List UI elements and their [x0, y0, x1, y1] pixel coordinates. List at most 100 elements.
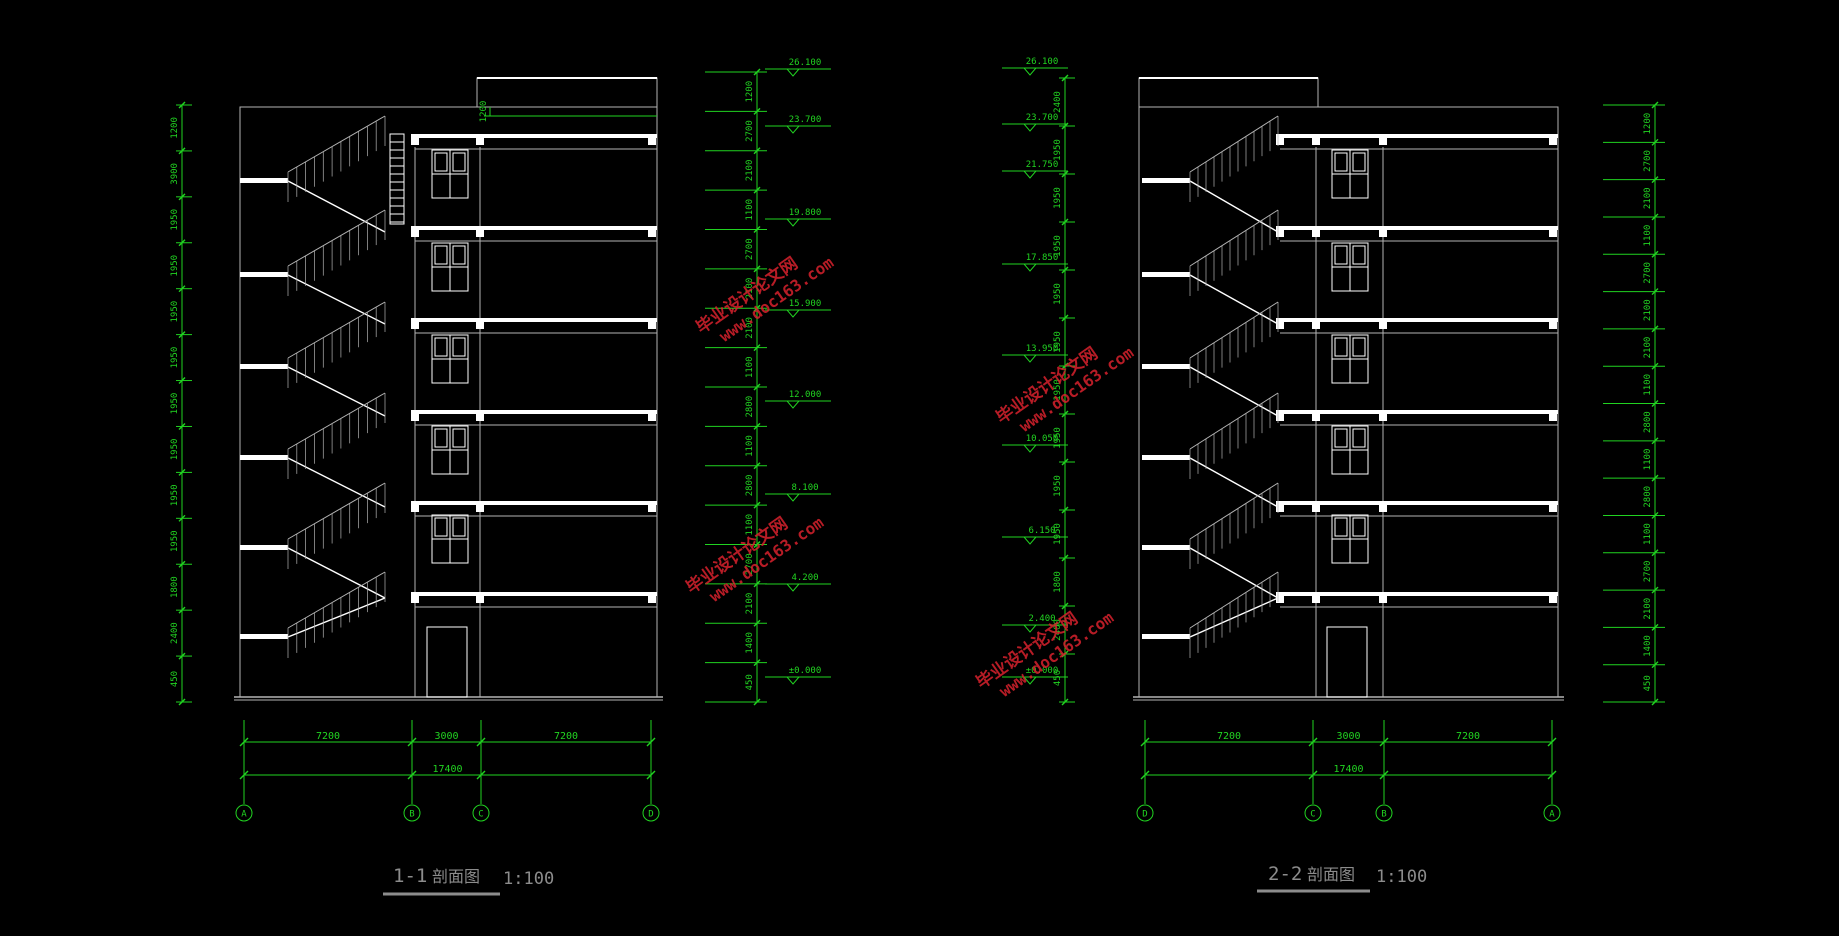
dim-tick [1308, 737, 1318, 747]
dim-tick [1061, 506, 1069, 514]
left-dim-label: 1950 [170, 439, 180, 461]
total-dim-label: 17400 [1333, 764, 1363, 775]
dim-tick [753, 344, 761, 352]
section-2-title-number: 2-2 [1268, 863, 1302, 885]
level-label: 4.200 [791, 573, 818, 583]
stair-flight-lower [287, 547, 386, 599]
left-dim-label: 1950 [1053, 283, 1063, 305]
left-dim-label: 1950 [1053, 235, 1063, 257]
total-dim-label: 17400 [432, 764, 462, 775]
axis-bubble [235, 804, 253, 822]
beam [476, 134, 484, 145]
dim-tick [753, 265, 761, 273]
span-dim-label: 3000 [1336, 731, 1360, 742]
stair-landing [1142, 272, 1190, 277]
window-pane [1352, 152, 1366, 172]
beam [1312, 501, 1320, 512]
stair-flight-upper [1189, 482, 1279, 540]
beam [648, 226, 656, 237]
dim-tick [1061, 554, 1069, 562]
dim-tick [178, 331, 186, 339]
dim-tick [178, 193, 186, 201]
dim-tick [1651, 474, 1659, 482]
left-dim-label: 1950 [1053, 427, 1063, 449]
right-dim-label: 2700 [1643, 561, 1653, 583]
level-triangle [785, 218, 801, 227]
level-triangle [1022, 123, 1038, 132]
dim-tick [1061, 170, 1069, 178]
dim-tick [1651, 698, 1659, 706]
right-dim-label: 1100 [745, 199, 755, 221]
level-triangle [785, 309, 801, 318]
window-pane [452, 152, 466, 172]
dim-tick [1061, 698, 1069, 706]
dim-tick [1651, 213, 1659, 221]
window-pane [1334, 517, 1348, 537]
dim-tick [1308, 770, 1318, 780]
right-dim-label: 1200 [745, 81, 755, 103]
right-dim-label: 2700 [1643, 150, 1653, 172]
dim-tick [1651, 437, 1659, 445]
beam [648, 410, 656, 421]
dim-tick [1061, 602, 1069, 610]
level-label: 26.100 [789, 58, 822, 68]
span-dim-label: 7200 [554, 731, 578, 742]
stair-landing [240, 634, 288, 639]
beam [1312, 134, 1320, 145]
level-label: 2.400 [1028, 614, 1055, 624]
level-triangle [785, 676, 801, 685]
axis-bubble [472, 804, 490, 822]
dim-tick [178, 239, 186, 247]
dim-tick [178, 468, 186, 476]
floor-slab [415, 226, 657, 230]
right-dim-label: 450 [1643, 675, 1653, 691]
dim-tick [753, 462, 761, 470]
beam [1549, 318, 1557, 329]
beam [1379, 226, 1387, 237]
axis-bubble-label: A [1549, 810, 1555, 820]
dim-tick [1651, 661, 1659, 669]
level-label: 17.850 [1026, 253, 1059, 263]
level-triangle [1022, 67, 1038, 76]
level-triangle [785, 400, 801, 409]
dim-tick [1651, 623, 1659, 631]
section-2-title-text: 剖面图 [1307, 865, 1355, 884]
axis-bubble-label: B [1381, 810, 1386, 820]
left-dim-label: 2400 [1053, 91, 1063, 113]
dim-tick [1061, 650, 1069, 658]
stair-flight-upper [1189, 209, 1279, 267]
level-triangle [1022, 263, 1038, 272]
dim-tick [753, 619, 761, 627]
left-dim-label: 3900 [170, 163, 180, 185]
level-label: 6.150 [1028, 526, 1055, 536]
dim-tick [1651, 176, 1659, 184]
right-dim-label: 2800 [745, 396, 755, 418]
dim-tick [178, 606, 186, 614]
window-pane [1334, 337, 1348, 357]
level-label: 13.950 [1026, 344, 1059, 354]
level-triangle [785, 68, 801, 77]
floor-slab [1280, 318, 1558, 322]
level-label: 19.800 [789, 208, 822, 218]
floor-slab [415, 501, 657, 505]
level-triangle [785, 583, 801, 592]
stair-flight-upper [287, 571, 386, 629]
dim-tick [753, 541, 761, 548]
dim-tick [239, 737, 249, 747]
beam [411, 501, 419, 512]
level-triangle [1022, 170, 1038, 179]
beam [1379, 410, 1387, 421]
left-dim-label: 1950 [170, 301, 180, 323]
beam [1276, 501, 1284, 512]
dim-tick [178, 101, 186, 109]
dim-tick [753, 422, 761, 430]
right-dim-label: 2100 [745, 317, 755, 339]
left-dim-label: 450 [1053, 670, 1063, 686]
dim-tick [1061, 362, 1069, 370]
beam [411, 410, 419, 421]
beam [1549, 226, 1557, 237]
left-dim-label: 1950 [1053, 187, 1063, 209]
stair-flight-lower [287, 457, 386, 508]
window-pane [1352, 517, 1366, 537]
